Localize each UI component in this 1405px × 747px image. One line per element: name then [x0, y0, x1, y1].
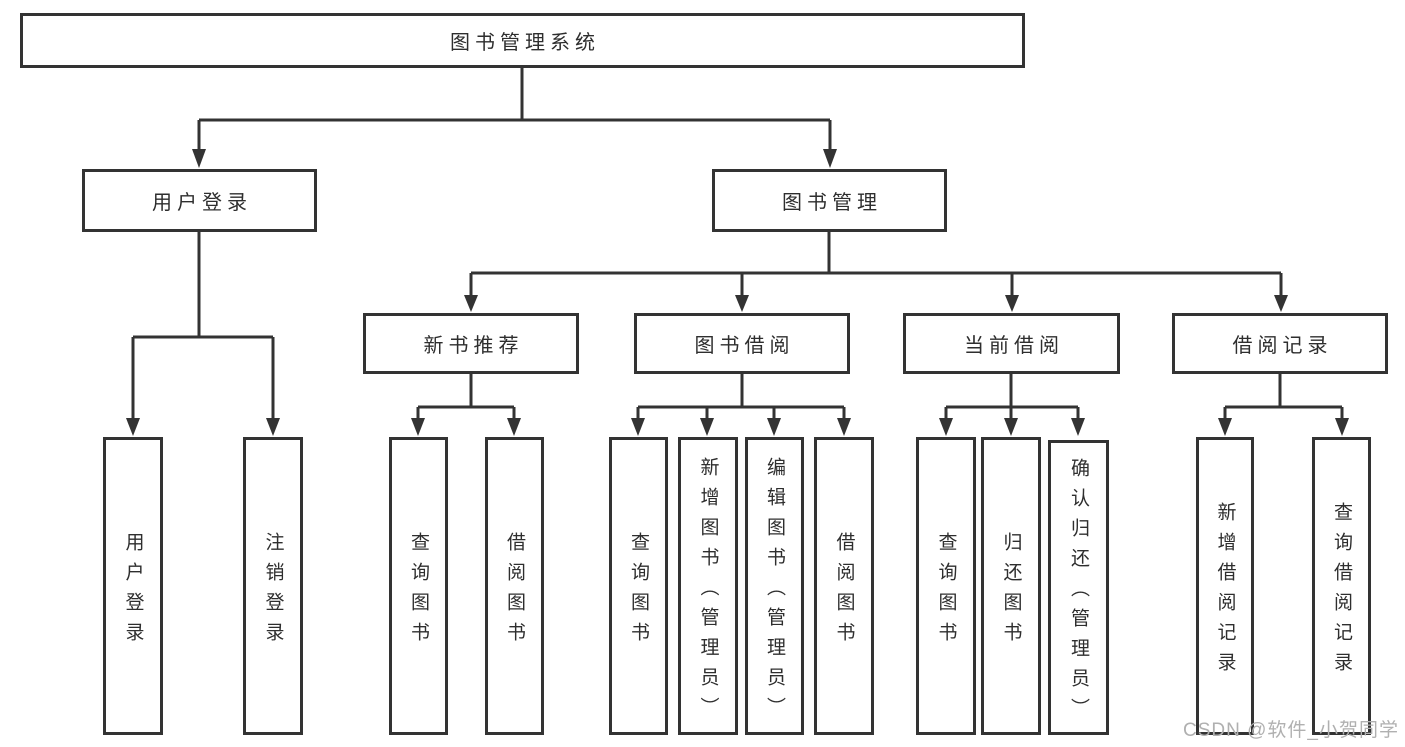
- node-root: 图书管理系统: [20, 13, 1025, 68]
- leaf-logout-login-label: 注销登录: [262, 531, 284, 652]
- leaf-records-add-record-label: 新增借阅记录: [1214, 501, 1236, 682]
- leaf-borrow-edit-books-admin-label: 编辑图书（管理员）: [764, 456, 785, 727]
- leaf-current-confirm-return-admin-label: 确认归还（管理员）: [1068, 458, 1089, 728]
- leaf-user-login-label: 用户登录: [122, 531, 144, 652]
- connector-book-borrow-to-children: [631, 374, 851, 436]
- node-borrow-records: 借阅记录: [1172, 313, 1388, 374]
- leaf-borrow-borrow-books-label: 借阅图书: [833, 531, 855, 652]
- connector-user-login-to-children: [126, 232, 280, 436]
- leaf-current-confirm-return-admin: 确认归还（管理员）: [1048, 440, 1109, 735]
- leaf-current-return-books-label: 归还图书: [1000, 531, 1022, 652]
- node-borrow-records-label: 借阅记录: [1232, 335, 1333, 357]
- node-user-login-label: 用户登录: [152, 192, 252, 214]
- leaf-borrow-borrow-books: 借阅图书: [814, 437, 874, 735]
- leaf-recommend-query-books: 查询图书: [389, 437, 448, 735]
- leaf-records-query-record-label: 查询借阅记录: [1331, 501, 1352, 682]
- connector-book-management-to-children: [464, 232, 1288, 312]
- node-book-management: 图书管理: [712, 169, 947, 232]
- leaf-logout-login: 注销登录: [243, 437, 303, 735]
- leaf-recommend-borrow-books-label: 借阅图书: [504, 531, 525, 652]
- watermark: CSDN @软件_小贺同学: [1183, 720, 1399, 741]
- connector-root-to-branches: [192, 68, 837, 168]
- leaf-user-login: 用户登录: [103, 437, 163, 735]
- leaf-current-query-books: 查询图书: [916, 437, 976, 735]
- leaf-current-return-books: 归还图书: [981, 437, 1041, 735]
- leaf-borrow-edit-books-admin: 编辑图书（管理员）: [745, 437, 804, 735]
- node-current-borrow-label: 当前借阅: [964, 335, 1064, 357]
- node-book-borrow: 图书借阅: [634, 313, 850, 374]
- leaf-records-add-record: 新增借阅记录: [1196, 437, 1254, 735]
- node-new-book-recommend-label: 新书推荐: [423, 335, 524, 357]
- node-user-login: 用户登录: [82, 169, 317, 232]
- leaf-recommend-query-books-label: 查询图书: [408, 531, 429, 652]
- connector-borrow-records-to-children: [1218, 374, 1349, 436]
- leaf-records-query-record: 查询借阅记录: [1312, 437, 1371, 735]
- connector-current-borrow-to-children: [939, 374, 1085, 436]
- leaf-borrow-query-books-label: 查询图书: [628, 531, 649, 652]
- node-root-label: 图书管理系统: [450, 32, 600, 54]
- leaf-borrow-add-books-admin-label: 新增图书（管理员）: [697, 456, 719, 727]
- leaf-borrow-add-books-admin: 新增图书（管理员）: [678, 437, 738, 735]
- node-current-borrow: 当前借阅: [903, 313, 1120, 374]
- leaf-current-query-books-label: 查询图书: [935, 531, 957, 652]
- leaf-recommend-borrow-books: 借阅图书: [485, 437, 544, 735]
- node-new-book-recommend: 新书推荐: [363, 313, 579, 374]
- node-book-borrow-label: 图书借阅: [694, 335, 795, 357]
- connector-new-book-recommend-to-children: [411, 374, 521, 436]
- leaf-borrow-query-books: 查询图书: [609, 437, 668, 735]
- node-book-management-label: 图书管理: [782, 192, 882, 214]
